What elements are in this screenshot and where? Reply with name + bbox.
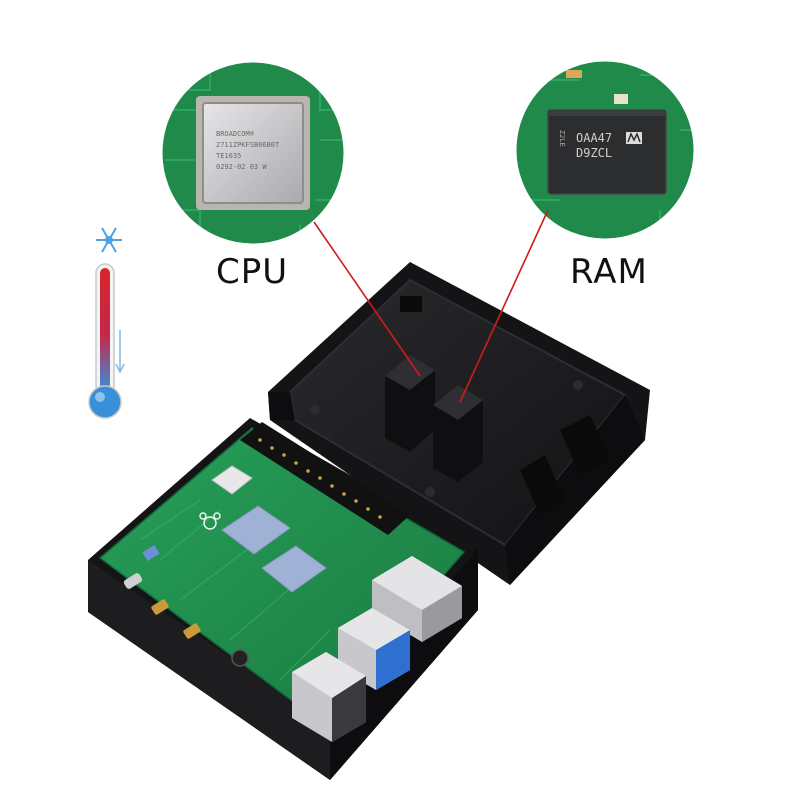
cpu-marking-2: 2711ZPKFSB06B0T — [216, 141, 280, 149]
snowflake-icon — [96, 227, 122, 253]
micro-hdmi-port-1 — [183, 623, 201, 639]
cpu-heatsink-pillar — [385, 355, 435, 452]
ram-marking-3: Z2LE — [558, 130, 566, 147]
ethernet-port — [372, 556, 462, 642]
ram-label: RAM — [570, 252, 648, 292]
raspberry-logo-icon — [199, 512, 221, 530]
micron-logo-icon — [626, 132, 642, 144]
ram-thermal-pad — [261, 545, 327, 593]
usb3-port — [338, 608, 410, 690]
thermometer-icon — [88, 263, 125, 419]
ram-pointer-line — [459, 209, 549, 403]
raspberry-pi-board — [98, 422, 466, 742]
ram-heatsink-pillar — [433, 385, 483, 482]
cpu-thermal-pad — [221, 505, 291, 555]
cpu-pointer-line — [313, 221, 421, 377]
usb2-port — [292, 652, 366, 742]
cpu-marking-1: BROADCOM® — [216, 130, 255, 138]
cpu-marking-4: 0292-02 03 W — [216, 163, 267, 171]
ram-marking-2: D9ZCL — [576, 146, 612, 160]
ram-marking-1: OAA47 — [576, 131, 612, 145]
blue-component — [142, 545, 160, 561]
wifi-module — [211, 465, 253, 495]
micro-hdmi-port-0 — [151, 599, 169, 615]
ram-zoom-callout: OAA47 D9ZCL Z2LE — [513, 58, 697, 242]
cpu-label: CPU — [216, 252, 289, 292]
cpu-marking-3: TE1035 — [216, 152, 241, 160]
usb-c-port — [123, 573, 143, 589]
gpio-header — [240, 422, 410, 535]
audio-jack — [231, 649, 249, 667]
cpu-zoom-callout: BROADCOM® 2711ZPKFSB06B0T TE1035 0292-02… — [159, 59, 347, 247]
